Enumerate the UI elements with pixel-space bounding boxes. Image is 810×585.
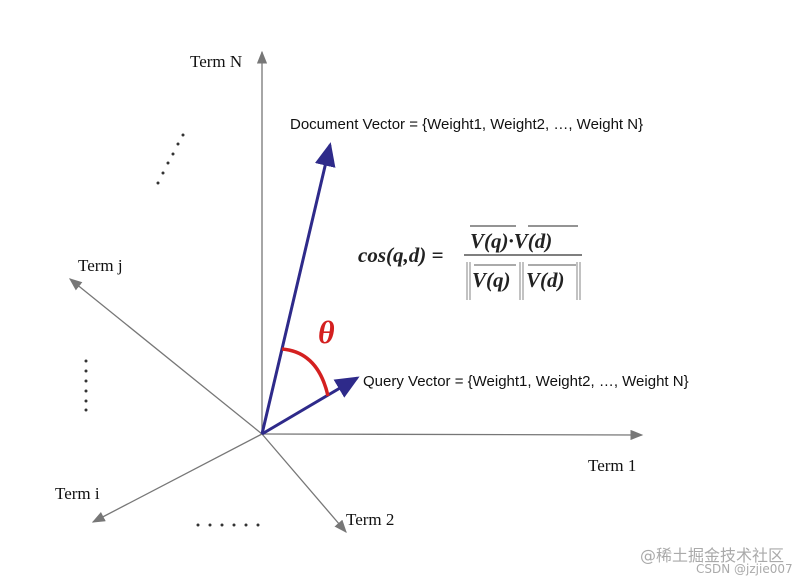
- label-term-2: Term 2: [346, 510, 394, 529]
- formula-lhs: cos(q,d) =: [358, 243, 443, 267]
- label-document-vector: Document Vector = {Weight1, Weight2, …, …: [290, 116, 643, 133]
- ellipsis-vertical: [84, 359, 88, 412]
- angle-arc: [281, 347, 330, 397]
- watermark-line2: CSDN @jzjie007: [696, 562, 793, 576]
- axis-term-i: [91, 433, 263, 523]
- formula-denominator-right: V(d): [526, 268, 565, 292]
- watermark-line1: @稀土掘金技术社区: [640, 546, 784, 565]
- axis-term-1: [261, 429, 644, 441]
- label-term-1: Term 1: [588, 456, 636, 475]
- ellipsis-diagonal: [156, 133, 185, 185]
- label-term-j: Term j: [78, 256, 123, 275]
- axis-term-2: [261, 433, 347, 533]
- document-vector: [260, 142, 336, 435]
- query-vector: [261, 376, 360, 436]
- label-term-i: Term i: [55, 484, 100, 503]
- axis-term-j: [68, 278, 263, 435]
- formula-numerator: V(q)·V(d): [470, 229, 552, 253]
- label-term-n: Term N: [190, 52, 242, 71]
- formula-denominator-left: V(q): [472, 268, 511, 292]
- cosine-formula: cos(q,d) = V(q)·V(d) V(q) V(d): [358, 225, 582, 300]
- theta-symbol: θ: [318, 314, 335, 350]
- ellipsis-horizontal: [196, 523, 260, 527]
- label-query-vector: Query Vector = {Weight1, Weight2, …, Wei…: [363, 373, 689, 390]
